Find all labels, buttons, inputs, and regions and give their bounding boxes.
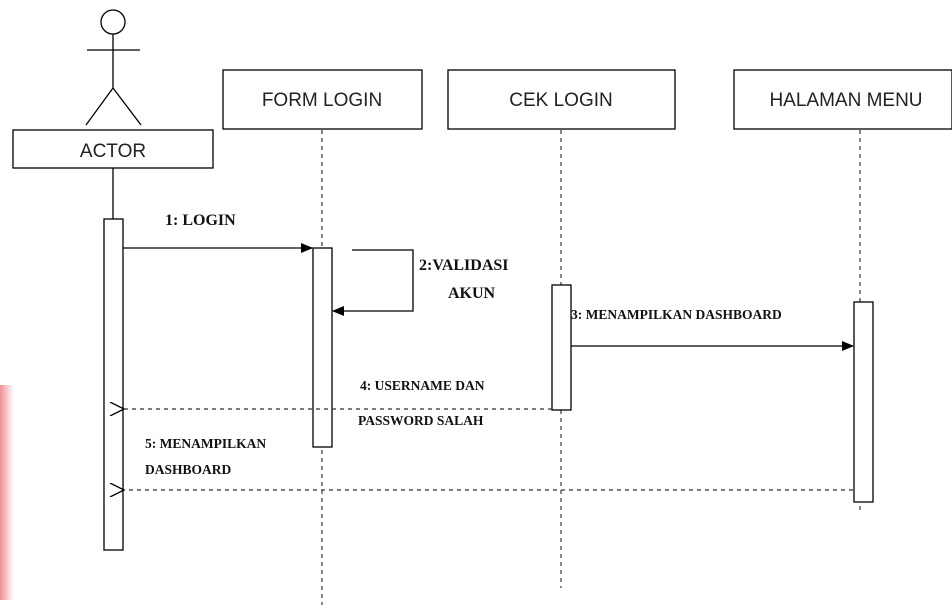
message-4-label-line2: PASSWORD SALAH <box>358 413 484 428</box>
lifeline-label-halaman-menu: HALAMAN MENU <box>769 90 922 111</box>
message-4-label-line1: 4: USERNAME DAN <box>360 378 485 393</box>
lifeline-header-halaman-menu <box>733 69 952 130</box>
actor-right-leg <box>112 87 142 126</box>
lifeline-header-form-login <box>222 69 423 130</box>
message-5-label-line1: 5: MENAMPILKAN <box>145 436 266 451</box>
activation-cek-login <box>551 284 572 411</box>
message-1-label: 1: LOGIN <box>165 212 236 229</box>
message-2-label-line1: 2:VALIDASI <box>419 257 509 274</box>
actor-label: ACTOR <box>80 141 146 162</box>
message-2-label-line2: AKUN <box>448 285 496 302</box>
actor-left-leg <box>85 87 114 126</box>
message-5-label-line2: DASHBOARD <box>145 462 232 477</box>
lifeline-label-form-login: FORM LOGIN <box>262 90 382 111</box>
activation-halaman-menu <box>853 301 874 503</box>
message-3-label: 3: MENAMPILKAN DASHBOARD <box>571 307 782 322</box>
message-2-arrow <box>332 249 414 316</box>
actor-figure <box>85 9 142 126</box>
lifeline-header-cek-login <box>447 69 676 130</box>
left-edge-accent <box>0 385 14 600</box>
activation-form-login <box>312 247 333 448</box>
actor-head <box>100 9 126 35</box>
actor-box <box>12 129 214 169</box>
lifeline-label-cek-login: CEK LOGIN <box>509 90 612 111</box>
activation-actor <box>103 218 124 551</box>
